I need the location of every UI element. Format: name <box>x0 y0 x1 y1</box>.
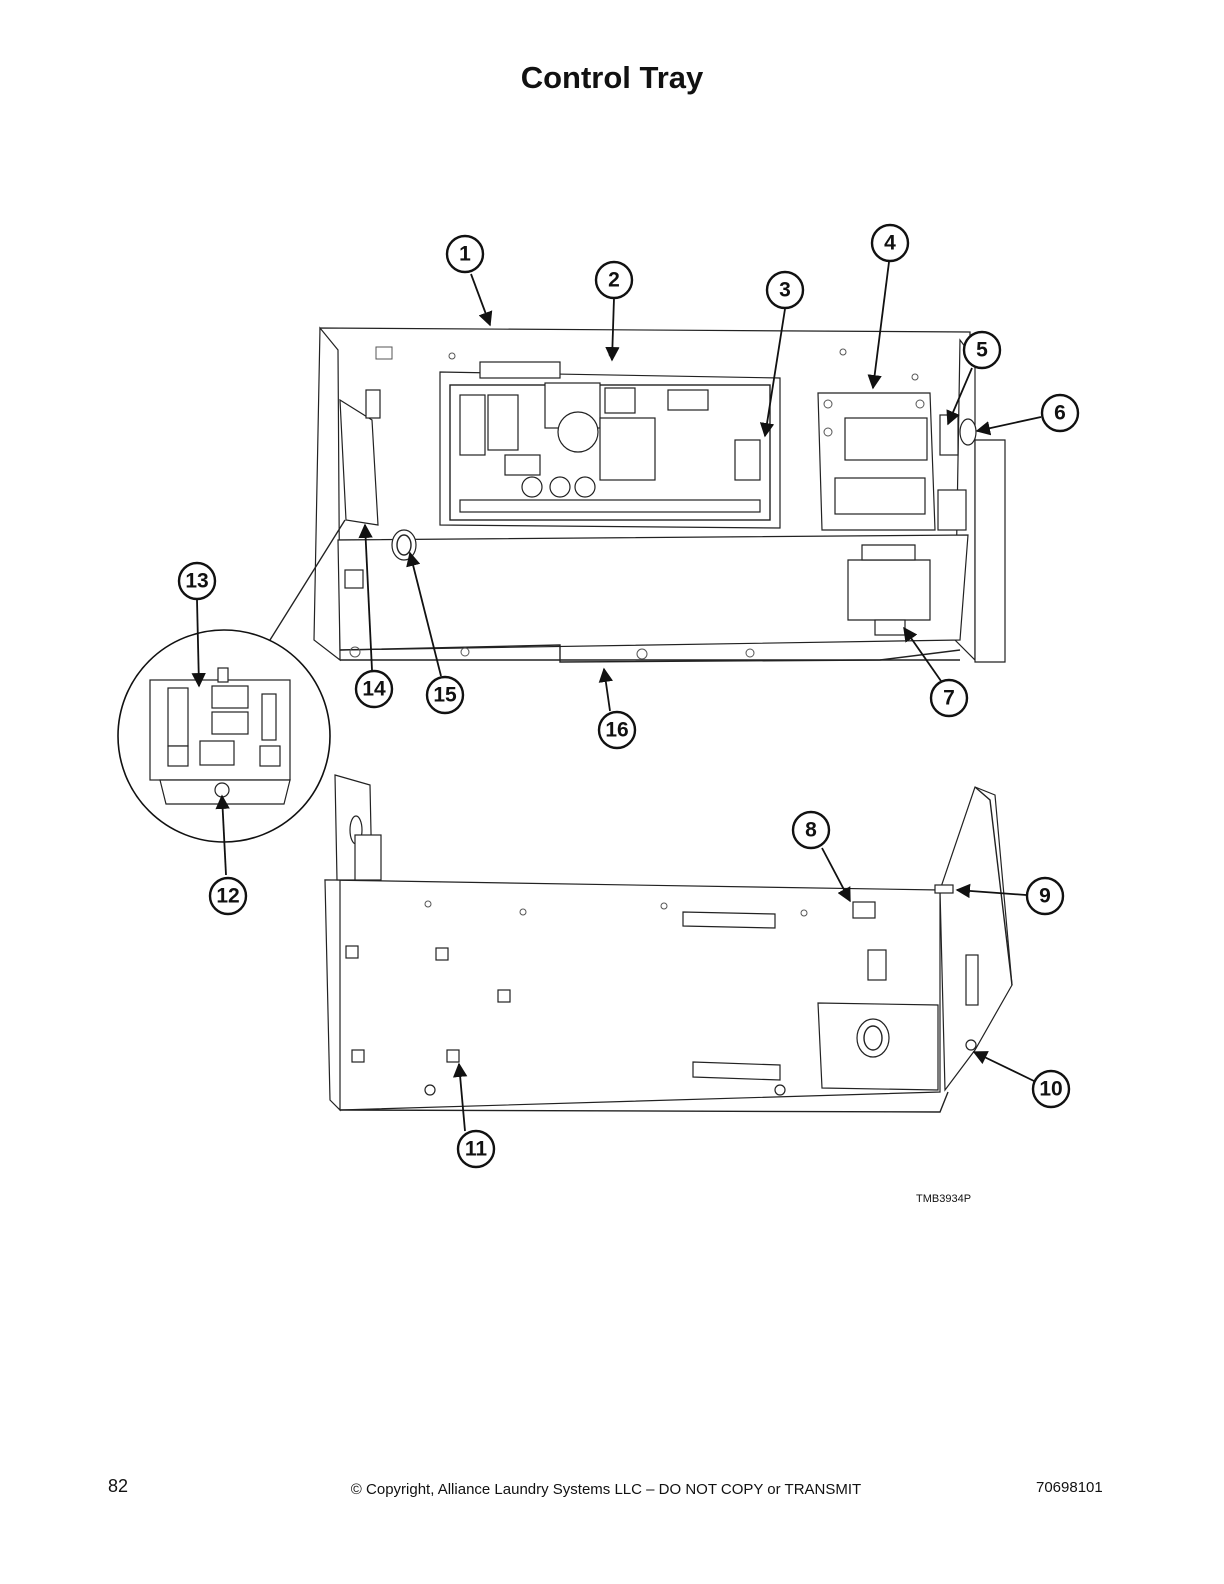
page-number: 82 <box>108 1476 129 1496</box>
callout-13: 13 <box>177 561 217 601</box>
callout-9: 9 <box>1025 876 1065 916</box>
svg-text:7: 7 <box>943 687 955 710</box>
callout-4: 4 <box>870 223 910 263</box>
svg-text:16: 16 <box>605 719 628 742</box>
callout-11: 11 <box>456 1129 496 1169</box>
svg-text:14: 14 <box>362 678 386 701</box>
callout-5: 5 <box>962 330 1002 370</box>
left-bracket <box>339 389 417 589</box>
svg-text:8: 8 <box>805 819 817 842</box>
svg-text:5: 5 <box>976 339 988 362</box>
callout-15: 15 <box>425 675 465 715</box>
svg-text:1: 1 <box>459 243 471 266</box>
svg-text:13: 13 <box>185 570 208 593</box>
right-side-component <box>937 414 977 531</box>
lower-transformer <box>847 544 931 636</box>
lower-tray-base <box>324 774 1013 1113</box>
svg-text:3: 3 <box>779 279 791 302</box>
svg-text:6: 6 <box>1054 402 1066 425</box>
upper-tray-assembly <box>313 326 1006 663</box>
main-control-board <box>439 361 781 529</box>
svg-text:2: 2 <box>608 269 620 292</box>
figure-code: TMB3934P <box>916 1193 972 1205</box>
callout-14: 14 <box>354 669 394 709</box>
page-title: Control Tray <box>520 60 704 95</box>
callout-1: 1 <box>445 234 485 274</box>
svg-text:15: 15 <box>433 684 457 707</box>
document-number: 70698101 <box>1036 1479 1103 1496</box>
transformer-assembly <box>817 392 936 531</box>
inset-detail <box>117 519 346 843</box>
callout-12: 12 <box>208 876 248 916</box>
callout-6: 6 <box>1040 393 1080 433</box>
callout-10: 10 <box>1031 1069 1071 1109</box>
leader-lines <box>191 261 1042 1132</box>
callout-7: 7 <box>929 678 969 718</box>
callout-16: 16 <box>597 710 637 750</box>
svg-text:4: 4 <box>884 232 896 255</box>
callout-2: 2 <box>594 260 634 300</box>
callout-3: 3 <box>765 270 805 310</box>
svg-text:9: 9 <box>1039 885 1051 908</box>
svg-text:10: 10 <box>1039 1078 1062 1101</box>
copyright-notice: © Copyright, Alliance Laundry Systems LL… <box>350 1481 862 1498</box>
svg-text:11: 11 <box>465 1138 488 1161</box>
svg-text:12: 12 <box>216 885 239 908</box>
callout-8: 8 <box>791 810 831 850</box>
